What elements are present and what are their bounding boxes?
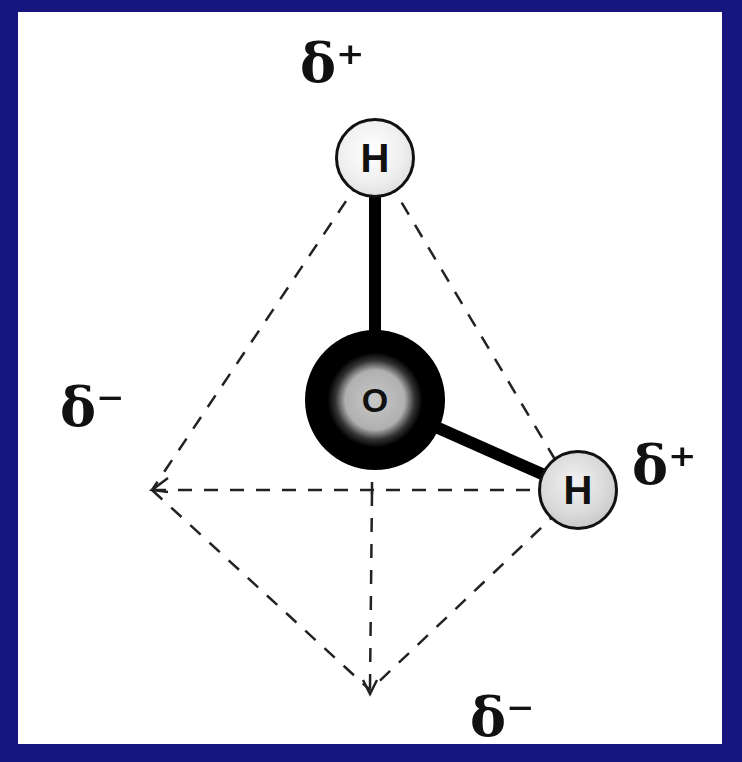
hydrogen-atom: H (538, 450, 618, 530)
covalent-bond (435, 427, 543, 475)
oxygen-atom: O (305, 330, 445, 470)
atom-symbol: O (362, 383, 388, 417)
partial-charge: δ⁻ (470, 690, 535, 744)
hydrogen-atom: H (335, 118, 415, 198)
covalent-bond (369, 196, 381, 334)
atom-symbol: H (361, 138, 390, 178)
partial-charge: δ⁻ (60, 380, 125, 434)
partial-charge: δ⁺ (300, 36, 365, 90)
atom-symbol: H (564, 470, 593, 510)
partial-charge: δ⁺ (632, 438, 697, 492)
